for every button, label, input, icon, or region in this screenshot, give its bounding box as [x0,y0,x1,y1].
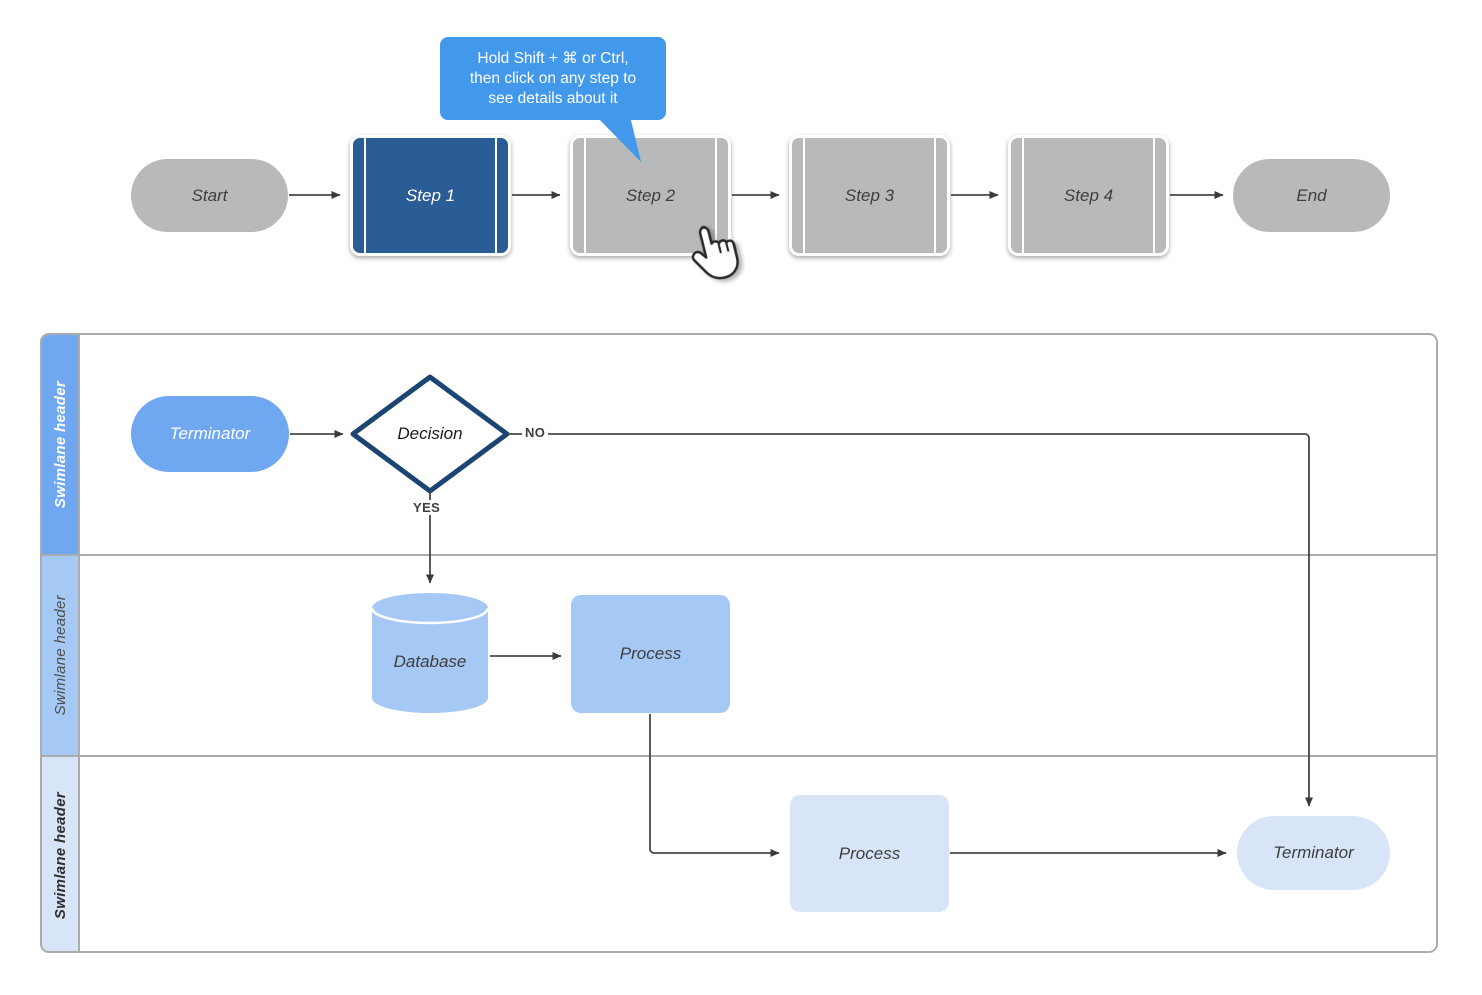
node-step1[interactable]: Step 1 [350,135,511,256]
swimlane-header-3[interactable]: Swimlane header [42,757,80,951]
node-terminator-bottom-label: Terminator [1273,843,1354,862]
node-step4-label: Step 4 [1063,185,1114,205]
database-ellipse-line [370,607,490,625]
database-label-box: Database [370,648,490,676]
swimlane-header-2[interactable]: Swimlane header [42,556,80,755]
node-process-bottom[interactable]: Process [790,795,949,912]
node-process-mid[interactable]: Process [571,595,730,713]
help-tooltip-line3: see details about it [488,89,618,107]
node-decision-label: Decision [397,424,463,443]
node-step2-label: Step 2 [625,185,676,205]
edge-label-no: NO [522,425,549,440]
swimlane-header-1[interactable]: Swimlane header [42,335,80,554]
node-step3[interactable]: Step 3 [789,135,950,256]
help-tooltip-line1: Hold Shift + ⌘ or Ctrl, [477,49,629,67]
node-start-label: Start [191,185,228,205]
node-process-mid-label: Process [619,644,682,663]
node-terminator-bottom[interactable]: Terminator [1237,816,1390,890]
node-step1-label: Step 1 [405,185,456,205]
node-end-label: End [1296,185,1327,205]
help-tooltip: Hold Shift + ⌘ or Ctrl, then click on an… [440,37,666,120]
decision-label-box: Decision [370,420,490,448]
node-process-bottom-label: Process [838,843,901,863]
node-step4[interactable]: Step 4 [1008,135,1169,256]
tooltip-tail [596,116,641,162]
node-step3-label: Step 3 [844,185,895,205]
database-shape[interactable] [372,593,488,713]
decision-shape[interactable] [350,374,510,494]
node-start[interactable]: Start [131,159,288,232]
node-database-label: Database [393,652,467,671]
help-tooltip-line2: then click on any step to [469,69,637,87]
node-terminator-top[interactable]: Terminator [131,396,289,472]
edge-label-yes: YES [410,500,444,515]
swimlane-row-3: Swimlane header [42,757,1436,951]
node-terminator-top-label: Terminator [169,424,251,443]
node-end[interactable]: End [1233,159,1390,232]
hand-cursor-icon [691,225,739,280]
